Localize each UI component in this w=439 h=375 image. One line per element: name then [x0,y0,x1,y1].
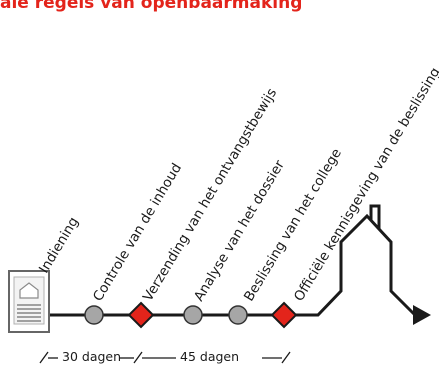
timeline-line [50,213,417,317]
duration-markers [39,351,291,364]
step-marker-analyse [183,305,203,325]
milestone-marker-ontvangstbewijs [127,301,155,329]
step-marker-controle [84,305,104,325]
diagram-title: ale regels van openbaarmaking [0,0,303,13]
document-icon [8,270,50,333]
step-marker-analyse-2 [228,305,248,325]
house-chimney [369,204,381,229]
duration-45-dagen: 45 dagen [180,349,240,364]
duration-30-dagen: 30 dagen [62,349,122,364]
arrow-right-icon [413,305,431,325]
milestone-marker-beslissing [270,301,298,329]
